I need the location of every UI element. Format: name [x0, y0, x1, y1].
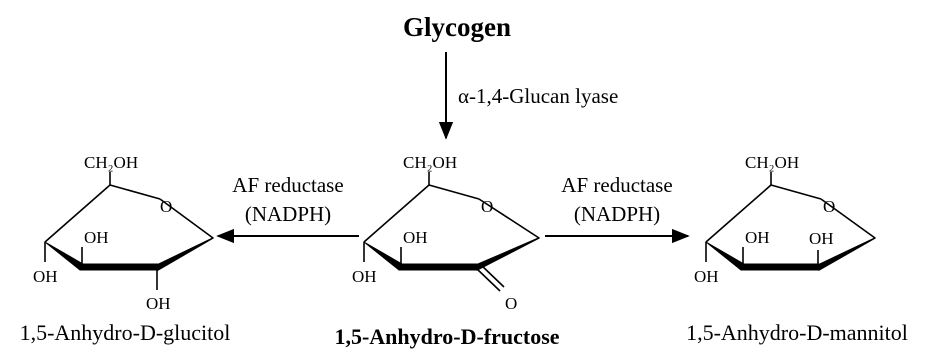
mannitol-name: 1,5-Anhydro-D-mannitol	[686, 320, 908, 345]
fructose-keto-o: O	[505, 294, 517, 313]
reductase-left-line2: (NADPH)	[245, 202, 331, 226]
mannitol-oh-c2: OH	[809, 229, 834, 248]
glucan-lyase-label: α-1,4-Glucan lyase	[458, 84, 618, 108]
fructose-ring-o: O	[481, 197, 493, 216]
mannitol-ring-o: O	[823, 197, 835, 216]
glucitol-oh-c2: OH	[84, 228, 109, 247]
fructose-ch2oh: CH₂OH	[403, 153, 457, 172]
mannitol-structure	[705, 172, 876, 271]
mannitol-oh-c4: OH	[694, 267, 719, 286]
mannitol-ch2oh: CH₂OH	[745, 153, 799, 172]
fructose-oh-c3: OH	[352, 267, 377, 286]
glucitol-structure	[44, 172, 214, 290]
glucitol-oh-c3: OH	[33, 267, 58, 286]
glucitol-oh-c1: OH	[146, 294, 171, 313]
reductase-right-line1: AF reductase	[561, 173, 672, 197]
reductase-right-line2: (NADPH)	[574, 202, 660, 226]
glycogen-label: Glycogen	[403, 12, 511, 42]
fructose-structure	[363, 172, 540, 292]
fructose-name: 1,5-Anhydro-D-fructose	[334, 324, 559, 349]
fructose-oh-c4: OH	[403, 228, 428, 247]
glucitol-ch2oh: CH₂OH	[84, 153, 138, 172]
mannitol-oh-c3: OH	[745, 228, 770, 247]
glucitol-name: 1,5-Anhydro-D-glucitol	[20, 320, 231, 345]
glucitol-ring-o: O	[160, 197, 172, 216]
reductase-left-line1: AF reductase	[232, 173, 343, 197]
